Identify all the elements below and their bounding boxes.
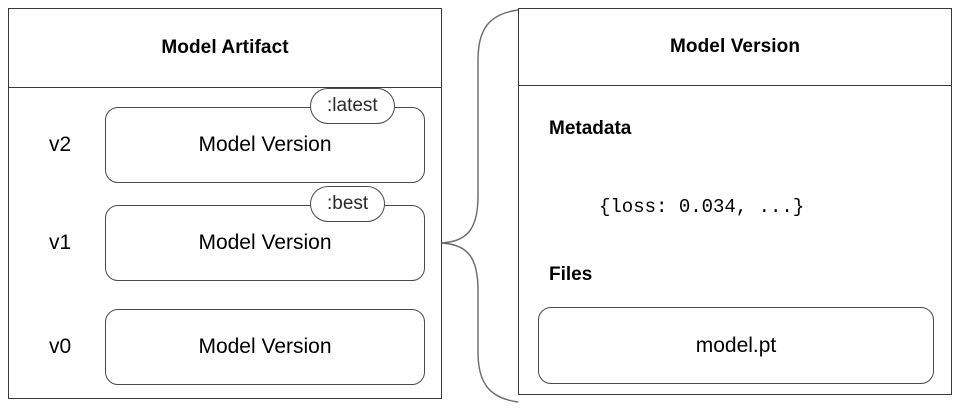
version-box-v1[interactable]: Model Version [105,205,425,281]
tag-chip-best[interactable]: :best [310,186,386,222]
model-version-body: Metadata {loss: 0.034, ...} Files model.… [519,86,951,394]
model-artifact-title: Model Artifact [9,9,441,88]
version-row: v1 Model Version [9,205,441,281]
file-item-model-pt[interactable]: model.pt [538,307,934,384]
metadata-value: {loss: 0.034, ...} [599,196,805,218]
files-section-title: Files [549,264,593,285]
tag-chip-latest[interactable]: :latest [310,88,395,124]
version-label-v1: v1 [49,231,72,254]
metadata-section-title: Metadata [549,118,632,139]
version-box-v0[interactable]: Model Version [105,309,425,385]
version-row: v0 Model Version [9,309,441,385]
model-artifact-body: v2 Model Version v1 Model Version v0 Mod… [9,88,441,398]
version-label-v0: v0 [49,335,72,358]
model-version-title: Model Version [519,9,951,86]
version-label-v2: v2 [49,133,72,156]
model-version-panel: Model Version Metadata {loss: 0.034, ...… [518,8,952,395]
